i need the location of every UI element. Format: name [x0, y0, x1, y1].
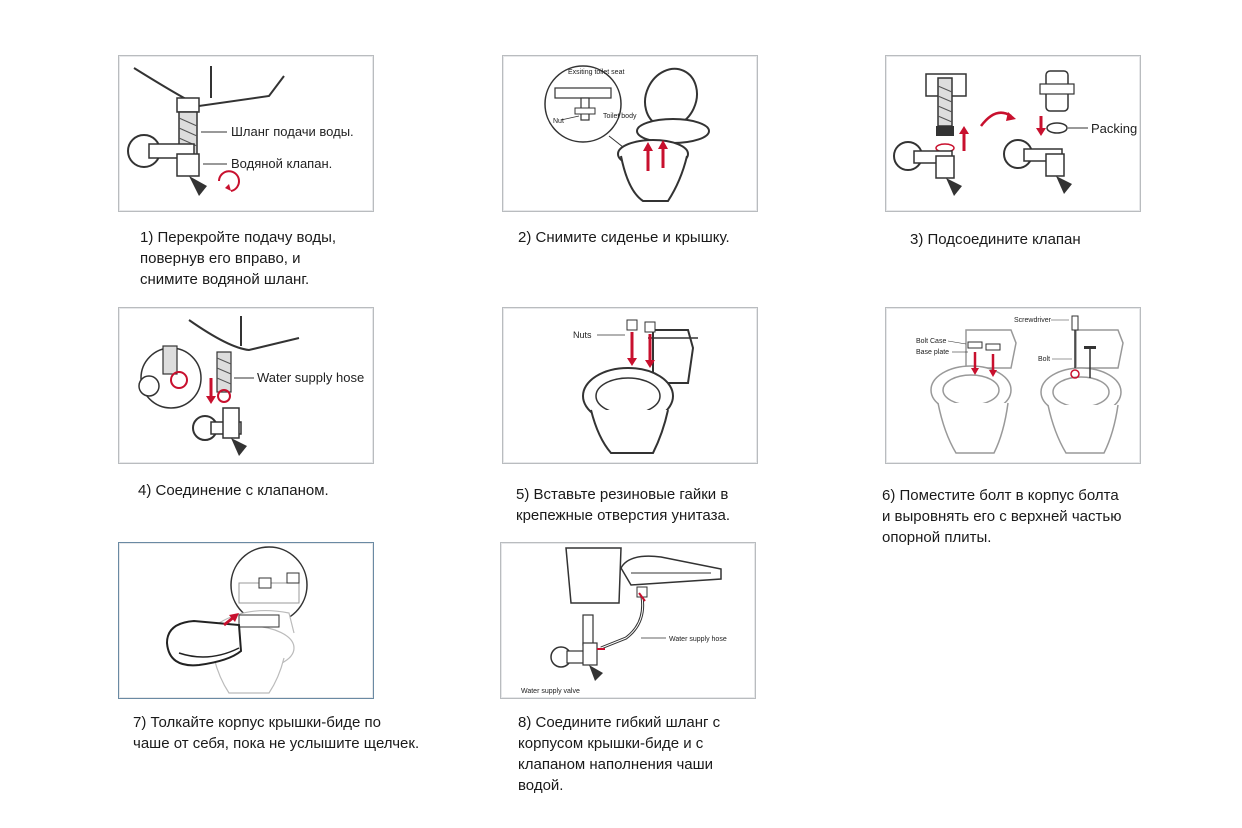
- step-5-caption: 5) Вставьте резиновые гайки в крепежные …: [516, 486, 730, 524]
- step-2-caption: 2) Снимите сиденье и крышку.: [518, 229, 730, 246]
- step-7-illustration: [118, 542, 374, 699]
- step-4-illustration: Water supply hose: [118, 307, 374, 464]
- step-7-caption: 7) Толкайте корпус крышки-биде по чаше о…: [133, 714, 420, 752]
- step-6-caption: 6) Поместите болт в корпус болта и выров…: [882, 487, 1122, 546]
- insert-nuts-drawing: Nuts: [573, 319, 698, 454]
- step-8-caption: 8) Соедините гибкий шланг с корпусом кры…: [518, 714, 721, 794]
- bolt-placement-drawing: Screwdriver Bolt Case Base plate Bolt: [916, 315, 1124, 454]
- toilet-body-label: Toilet body: [603, 113, 637, 120]
- connect-hose-drawing: Water supply hose: [138, 316, 364, 456]
- bolt-case-label: Bolt Case: [916, 338, 946, 345]
- bolt-label: Bolt: [1038, 356, 1050, 363]
- step-5-illustration: Nuts: [502, 307, 758, 464]
- step-1-caption: 1) Перекройте подачу воды, повернув его …: [140, 229, 337, 288]
- step-3-caption: 3) Подсоедините клапан: [910, 231, 1081, 248]
- existing-seat-label: Exsiting toilet seat: [568, 69, 624, 76]
- base-plate-label: Base plate: [916, 349, 949, 356]
- step-3-illustration: Packing: [885, 55, 1141, 212]
- nut-label: Nut: [553, 118, 564, 125]
- valve-hose-drawing: Шланг подачи воды. Водяной клапан.: [127, 66, 354, 196]
- nuts-label: Nuts: [573, 330, 592, 340]
- valve-label: Водяной клапан.: [231, 156, 332, 171]
- remove-seat-drawing: Exsiting toilet seat Nut Toilet body: [544, 65, 710, 202]
- packing-label: Packing: [1091, 121, 1137, 136]
- step-1-illustration: Шланг подачи воды. Водяной клапан.: [118, 55, 374, 212]
- step-8-illustration: Water supply hose Water supply valve: [500, 542, 756, 699]
- screwdriver-label: Screwdriver: [1014, 317, 1052, 324]
- valve-label: Water supply valve: [521, 688, 580, 695]
- push-seat-drawing: [165, 546, 308, 694]
- connect-valve-drawing: Packing: [893, 70, 1137, 196]
- step-6-illustration: Screwdriver Bolt Case Base plate Bolt: [885, 307, 1141, 464]
- hose-label: Water supply hose: [669, 636, 727, 643]
- step-2-illustration: Exsiting toilet seat Nut Toilet body: [502, 55, 758, 212]
- hose-label: Water supply hose: [257, 370, 364, 385]
- connect-flexible-hose-drawing: Water supply hose Water supply valve: [521, 547, 727, 695]
- step-4-caption: 4) Соединение с клапаном.: [138, 482, 329, 499]
- hose-label: Шланг подачи воды.: [231, 124, 354, 139]
